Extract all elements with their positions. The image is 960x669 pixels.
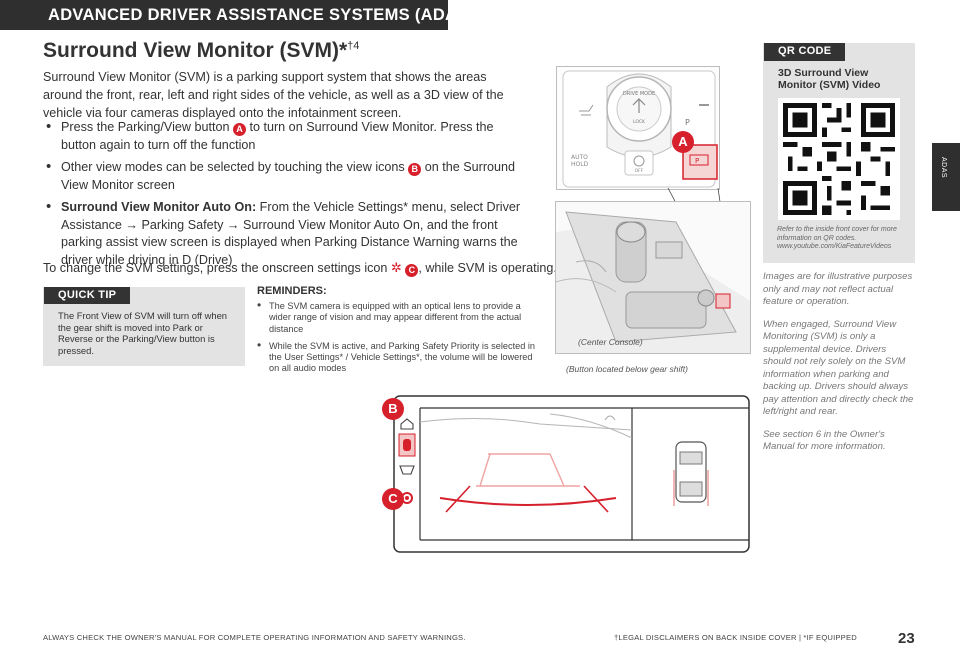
- side-tab: ADAS: [932, 143, 960, 211]
- side-note: See section 6 in the Owner's Manual for …: [763, 428, 886, 453]
- title-superscript: †4: [347, 40, 360, 52]
- qr-title: 3D Surround View Monitor (SVM) Video: [778, 67, 881, 91]
- bullet-parking-view-button: Press the Parking/View button A to turn …: [45, 118, 530, 154]
- lock-label: LOCK: [633, 119, 646, 125]
- svg-text:P: P: [695, 157, 699, 165]
- page-title: Surround View Monitor (SVM)*†4: [43, 39, 359, 63]
- section-header-bar: ADVANCED DRIVER ASSISTANCE SYSTEMS (ADAS…: [0, 0, 474, 30]
- svm-screen-image: [380, 394, 751, 554]
- bullet-3-bold: Surround View Monitor Auto On:: [61, 200, 257, 214]
- center-console-image: [555, 201, 751, 354]
- footer-disclaimer: ALWAYS CHECK THE OWNER'S MANUAL FOR COMP…: [43, 633, 466, 642]
- callout-a: A: [672, 131, 694, 153]
- reminder-item: While the SVM is active, and Parking Saf…: [257, 340, 537, 375]
- home-view-icon[interactable]: [400, 418, 414, 430]
- qr-note: Refer to the inside front cover for more…: [777, 226, 897, 251]
- settings-gear-icon: ✲: [390, 260, 402, 275]
- rear-view-icon[interactable]: [399, 465, 415, 475]
- button-panel-drawing: DRIVE MODE LOCK AUTO HOLD OFF P P: [562, 70, 718, 188]
- svg-text:P: P: [685, 118, 690, 127]
- bullet-2-post: on the Surround View Monitor screen: [61, 160, 516, 192]
- intro-paragraph: Surround View Monitor (SVM) is a parking…: [43, 70, 504, 120]
- instruction-list: Press the Parking/View button A to turn …: [45, 118, 530, 274]
- change-pre: To change the SVM settings, press the on…: [43, 261, 391, 275]
- qr-label: QR CODE: [764, 43, 846, 61]
- auto-label: AUTO: [571, 154, 588, 161]
- svm-screen-drawing: [393, 395, 750, 553]
- marker-b: B: [408, 163, 422, 176]
- bullet-view-icons: Other view modes can be selected by touc…: [45, 158, 530, 194]
- bullet-auto-on: Surround View Monitor Auto On: From the …: [45, 198, 530, 269]
- button-caption: (Button located below gear shift): [566, 364, 688, 374]
- section-title: ADVANCED DRIVER ASSISTANCE SYSTEMS (ADAS…: [48, 6, 475, 24]
- bullet-2-pre: Other view modes can be selected by touc…: [61, 160, 409, 174]
- hold-label: HOLD: [571, 161, 589, 168]
- center-console-drawing: [556, 211, 750, 353]
- reminders-title: REMINDERS:: [257, 285, 327, 297]
- side-notes: Images are for illustrative purposes onl…: [763, 271, 915, 464]
- button-panel-image: DRIVE MODE LOCK AUTO HOLD OFF P P: [556, 66, 720, 190]
- callout-c: C: [382, 488, 404, 510]
- qr-code-image[interactable]: [778, 98, 900, 220]
- footer-legal: †LEGAL DISCLAIMERS ON BACK INSIDE COVER …: [614, 633, 857, 642]
- bullet-1-post: to turn on Surround View Monitor. Press …: [61, 120, 494, 152]
- marker-a: A: [232, 123, 246, 136]
- change-post: , while SVM is operating.: [418, 261, 557, 275]
- drive-mode-label: DRIVE MODE: [623, 91, 655, 97]
- page-title-text: Surround View Monitor (SVM)*: [43, 39, 348, 62]
- change-settings-text: To change the SVM settings, press the on…: [43, 259, 557, 277]
- quick-tip-text: The Front View of SVM will turn off when…: [58, 310, 227, 356]
- page-number: 23: [898, 630, 915, 647]
- car-view-icon[interactable]: [403, 439, 411, 451]
- qr-code-drawing: [778, 98, 900, 220]
- marker-c: C: [405, 264, 419, 277]
- console-caption: (Center Console): [578, 337, 643, 347]
- bullet-3-text: From the Vehicle Settings* menu, select …: [61, 200, 521, 267]
- side-note: When engaged, Surround View Monitoring (…: [763, 318, 914, 418]
- off-label: OFF: [635, 168, 644, 174]
- side-tab-label: ADAS: [940, 157, 947, 179]
- reminder-item: The SVM camera is equipped with an optic…: [257, 300, 537, 335]
- bullet-1-pre: Press the Parking/View button: [61, 120, 233, 134]
- reminders-list: The SVM camera is equipped with an optic…: [257, 300, 537, 381]
- side-note: Images are for illustrative purposes onl…: [763, 271, 913, 307]
- callout-b: B: [382, 398, 404, 420]
- quick-tip-label: QUICK TIP: [44, 287, 131, 304]
